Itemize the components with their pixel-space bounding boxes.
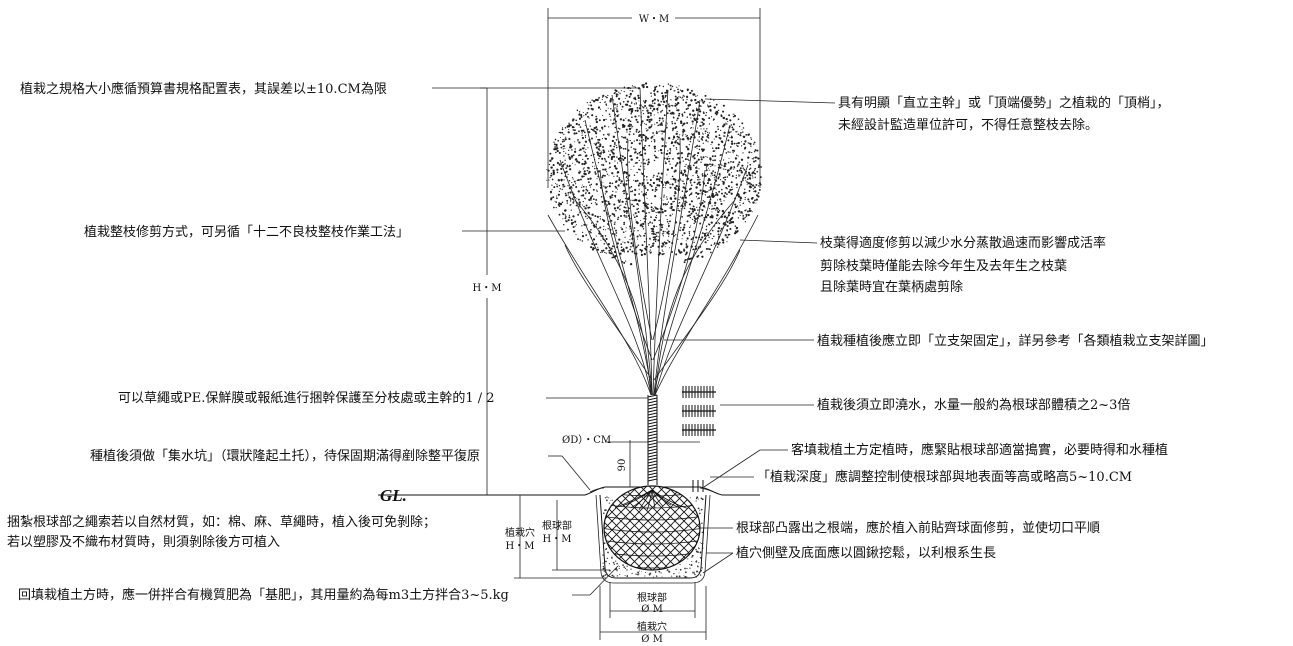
note-wrap-trunk: 可以草繩或PE.保鮮膜或報紙進行捆幹保護至分枝處或主幹的1 / 2: [118, 390, 495, 406]
ball-diameter-label-2: Ø M: [641, 604, 663, 615]
note-backfill-fertilizer: 回填栽植土方時，應一併拌合有機質肥為「基肥」，其用量約為每m3土方拌合3~5.k…: [18, 587, 509, 603]
width-label: W・M: [639, 14, 670, 25]
note-foliage-3: 且除葉時宜在葉柄處剪除: [820, 279, 963, 295]
ball-diameter-dimension: 根球部 Ø M: [609, 582, 696, 618]
note-foliage-1: 枝葉得適度修剪以減少水分蒸散過速而影響成活率: [820, 235, 1106, 251]
note-leader-2: 未經設計監造單位許可，不得任意整枝去除。: [838, 117, 1098, 133]
pit-depth-label-2: H・M: [506, 541, 535, 552]
ball-diameter-label-1: 根球部: [637, 591, 667, 604]
note-backfill-compact: 客填栽植土方定植時，應緊貼根球部適當搗實，必要時得和水種植: [791, 442, 1168, 458]
left-callouts: 植栽之規格大小應循預算書規格配置表，其誤差以±10.CM為限 植栽整枝修剪方式，…: [7, 81, 648, 603]
tree-canopy: [546, 82, 762, 396]
ninety-dimension: 90: [617, 440, 631, 487]
planting-pit: [595, 494, 711, 584]
pit-depth-dimension: 植栽穴 H・M: [505, 495, 606, 579]
tree-trunk: [647, 394, 658, 485]
ground-level-label: GL.: [380, 486, 407, 505]
pit-depth-label-1: 植栽穴: [505, 526, 535, 539]
width-dimension: W・M: [547, 8, 761, 188]
tree-branches: [547, 87, 759, 396]
ball-height-label-1: 根球部: [542, 519, 572, 532]
pit-diameter-label-1: 植栽穴: [637, 620, 667, 633]
canopy-foliage-stipple: [546, 82, 762, 266]
note-water-pit: 種植後須做「集水坑」（環狀隆起土托），待保固期滿得剷除整平復原: [90, 448, 480, 464]
ball-height-label-2: H・M: [543, 534, 572, 545]
note-root-trim: 根球部凸露出之根端，應於植入前貼齊球面修剪，並使切口平順: [736, 520, 1100, 536]
support-stake-symbols: [682, 386, 716, 492]
note-leader-1: 具有明顯「直立主幹」或「頂端優勢」之植栽的「頂梢」，: [838, 95, 1170, 111]
note-pruning-method: 植栽整枝修剪方式，可另循「十二不良枝整枝作業工法」: [84, 224, 409, 240]
note-foliage-2: 剪除枝葉時僅能去除今年生及去年生之枝葉: [820, 258, 1067, 274]
backfill-soil-stipple: [602, 496, 704, 578]
pit-diameter-dimension: 植栽穴 Ø M: [599, 586, 707, 645]
trunk-wrap-hatching: [647, 394, 658, 482]
trunk-caliper-label: ØD）・CM: [562, 434, 611, 446]
note-watering: 植栽後須立即澆水，水量一般約為根球部體積之2~3倍: [817, 397, 1130, 413]
note-planting-depth: 「植栽深度」應調整控制使根球部與地表面等高或略高5~10.CM: [757, 469, 1132, 485]
note-pit-loosen: 植穴側壁及底面應以圓鍬挖鬆，以利根系生長: [736, 545, 996, 561]
trunk-caliper-dimension: ØD）・CM: [562, 434, 700, 446]
note-spec-size: 植栽之規格大小應循預算書規格配置表，其誤差以±10.CM為限: [20, 81, 387, 97]
height-label: H・M: [473, 283, 502, 294]
right-callouts: 具有明顯「直立主幹」或「頂端優勢」之植栽的「頂梢」， 未經設計監造單位許可，不得…: [664, 95, 1214, 574]
note-rootball-rope-2: 若以塑膠及不織布材質時，則須剝除後方可植入: [7, 534, 280, 550]
pit-diameter-label-2: Ø M: [641, 634, 663, 645]
note-rootball-rope-1: 捆紮根球部之繩索若以自然材質，如：棉、麻、草繩時，植入後可免剝除；: [7, 514, 436, 530]
note-support: 植栽種植後應立即「立支架固定」，詳另參考「各類植栽立支架詳圖」: [817, 333, 1214, 349]
height-dimension: H・M: [473, 87, 640, 495]
ninety-label: 90: [617, 459, 628, 472]
ball-height-dimension: 根球部 H・M: [542, 500, 610, 571]
